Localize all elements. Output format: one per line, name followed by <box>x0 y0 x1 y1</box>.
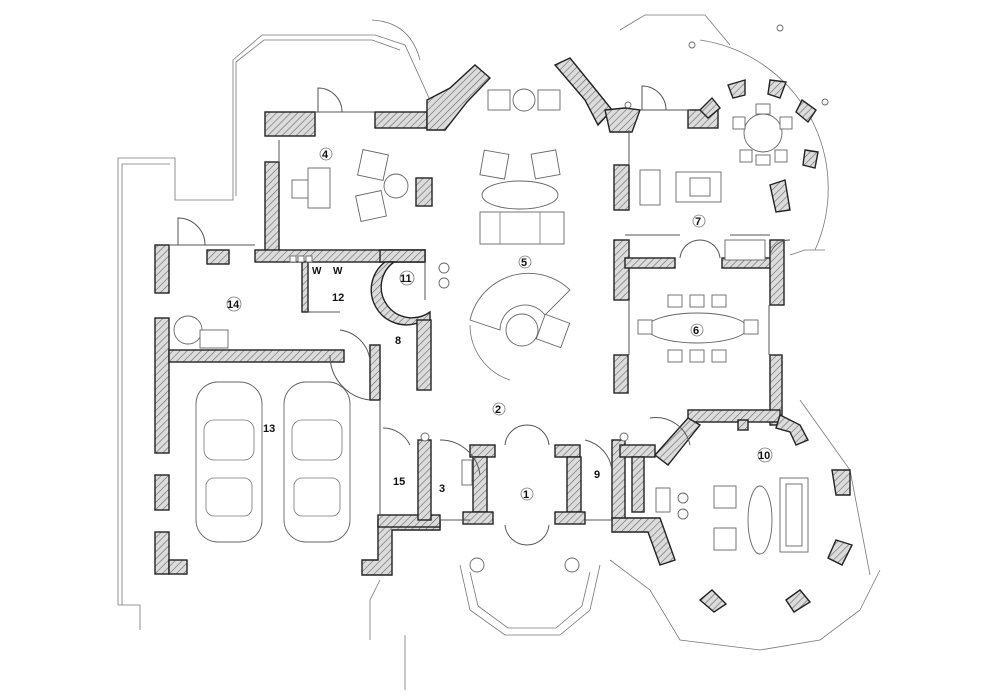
garage-cars <box>195 381 351 543</box>
room-label-13: 13 <box>263 423 275 435</box>
room-label-6: 6 <box>693 325 699 337</box>
room-label-5: 5 <box>521 257 527 269</box>
room-label-7: 7 <box>695 216 701 228</box>
walls <box>154 57 853 613</box>
washer-label-1: W <box>312 266 322 277</box>
room-label-2: 2 <box>495 404 501 416</box>
room-labels: 1 2 3 4 5 6 7 8 9 10 11 12 13 14 15 <box>226 147 773 501</box>
room-label-8: 8 <box>395 335 401 347</box>
interior-lines <box>169 85 791 546</box>
furniture <box>173 24 829 573</box>
room-label-15: 15 <box>393 476 405 488</box>
site-outline <box>117 14 881 690</box>
car-left <box>195 381 263 543</box>
room-label-9: 9 <box>594 469 600 481</box>
room-label-12: 12 <box>332 292 344 304</box>
room-label-4: 4 <box>322 149 329 161</box>
washer-label-2: W <box>333 266 343 277</box>
laundry-markers: W W <box>289 255 343 277</box>
room-label-14: 14 <box>227 299 240 311</box>
room-label-1: 1 <box>523 489 529 501</box>
room-label-10: 10 <box>758 450 770 462</box>
room-label-3: 3 <box>439 483 445 495</box>
room-label-11: 11 <box>400 273 412 285</box>
car-right <box>283 381 351 543</box>
